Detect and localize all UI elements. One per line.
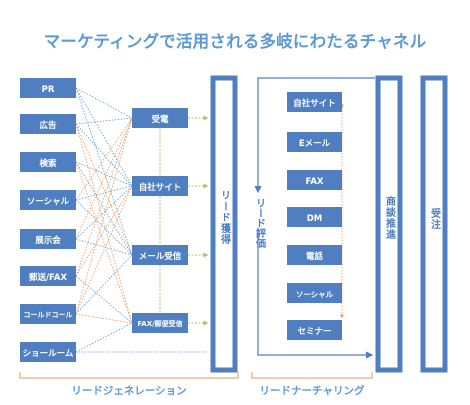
order-stage: 受注 bbox=[420, 75, 448, 373]
nurture-label: DM bbox=[307, 214, 323, 224]
channel-link bbox=[75, 123, 133, 324]
channel-link bbox=[75, 185, 133, 277]
nurturing-channels: 自社サイト Eメール FAX DM 電話 ソーシャル セミナー bbox=[287, 92, 342, 340]
intake-phone-received: 受電 bbox=[132, 108, 188, 128]
source-showroom: ショールーム bbox=[20, 342, 76, 362]
nurture-seminar: セミナー bbox=[287, 320, 342, 340]
lead-nurturing-bracket bbox=[251, 372, 373, 379]
channel-link bbox=[75, 87, 133, 256]
source-label: 展示会 bbox=[34, 235, 61, 246]
intake-fax-mail-received: FAX/郵便受信 bbox=[132, 313, 188, 333]
source-label: ソーシャル bbox=[27, 197, 70, 207]
intake-label: FAX/郵便受信 bbox=[137, 319, 182, 328]
channel-link bbox=[75, 322, 133, 353]
channel-link bbox=[75, 185, 133, 240]
channel-link bbox=[75, 87, 133, 187]
channel-links bbox=[75, 87, 208, 353]
lead-acquisition-stage: リード獲得 bbox=[210, 75, 238, 373]
channel-link bbox=[75, 161, 133, 256]
channel-link bbox=[75, 275, 133, 324]
lead-generation-label: リードジェネレーション bbox=[71, 385, 186, 397]
source-social: ソーシャル bbox=[20, 190, 76, 210]
nurture-label: FAX bbox=[306, 177, 324, 187]
source-label: ショールーム bbox=[23, 349, 74, 359]
channel-link bbox=[75, 185, 133, 315]
source-label: 郵送/FAX bbox=[29, 272, 68, 283]
nurture-label: セミナー bbox=[297, 327, 331, 337]
nurture-label: ソーシャル bbox=[296, 290, 334, 299]
nurture-social: ソーシャル bbox=[287, 283, 342, 303]
source-exhibition: 展示会 bbox=[20, 229, 76, 249]
source-label: 広告 bbox=[39, 120, 57, 131]
nurture-phone: 電話 bbox=[287, 245, 342, 265]
channel-link bbox=[75, 117, 133, 315]
channel-link bbox=[75, 161, 133, 187]
nurture-label: 電話 bbox=[306, 251, 324, 262]
source-search: 検索 bbox=[20, 152, 76, 172]
nurture-loop-top bbox=[257, 77, 375, 188]
nurture-label: Eメール bbox=[299, 139, 331, 149]
nurture-dm: DM bbox=[287, 207, 342, 227]
source-channels: PR 広告 検索 ソーシャル 展示会 郵送/FAX コールドコール ショールー bbox=[20, 78, 76, 362]
source-cold-call: コールドコール bbox=[20, 304, 76, 324]
diagram-title: マーケティングで活用される多岐にわたるチャネル bbox=[43, 32, 427, 51]
lead-nurturing-label: リードナーチャリング bbox=[260, 384, 365, 397]
channel-link bbox=[75, 117, 133, 240]
channel-link bbox=[75, 123, 133, 256]
nurture-fax: FAX bbox=[287, 170, 342, 190]
channel-link bbox=[75, 117, 133, 277]
intake-label: メール受信 bbox=[139, 251, 182, 262]
channel-link bbox=[75, 313, 133, 324]
intake-email-received: メール受信 bbox=[132, 245, 188, 265]
lead-evaluation-label: リード評価 bbox=[254, 198, 267, 249]
business-promotion-stage: 商談推進 bbox=[375, 75, 403, 373]
lead-generation-bracket bbox=[19, 372, 239, 379]
source-advertising: 広告 bbox=[20, 114, 76, 134]
intake-own-website: 自社サイト bbox=[132, 176, 188, 196]
intake-channels: 受電 自社サイト メール受信 FAX/郵便受信 bbox=[132, 108, 188, 333]
channel-link bbox=[75, 199, 133, 256]
nurture-loop-bottom bbox=[257, 228, 374, 359]
source-label: 検索 bbox=[39, 158, 57, 169]
source-label: PR bbox=[42, 85, 55, 95]
lead-acquisition-label: リード獲得 bbox=[219, 190, 232, 245]
channel-link bbox=[75, 87, 133, 119]
source-label: コールドコール bbox=[24, 311, 73, 319]
source-mail-fax: 郵送/FAX bbox=[20, 266, 76, 286]
source-pr: PR bbox=[20, 78, 76, 98]
business-promotion-label: 商談推進 bbox=[384, 195, 396, 240]
nurture-own-website: 自社サイト bbox=[287, 92, 342, 112]
intake-label: 自社サイト bbox=[139, 182, 182, 193]
channel-link bbox=[75, 185, 133, 201]
channel-link bbox=[75, 161, 133, 324]
channel-link bbox=[75, 123, 133, 187]
nurture-email: Eメール bbox=[287, 132, 342, 152]
channel-link bbox=[75, 117, 133, 125]
nurture-label: 自社サイト bbox=[293, 98, 336, 109]
intake-label: 受電 bbox=[151, 114, 169, 125]
order-label: 受注 bbox=[429, 207, 441, 230]
channel-link bbox=[75, 238, 133, 256]
